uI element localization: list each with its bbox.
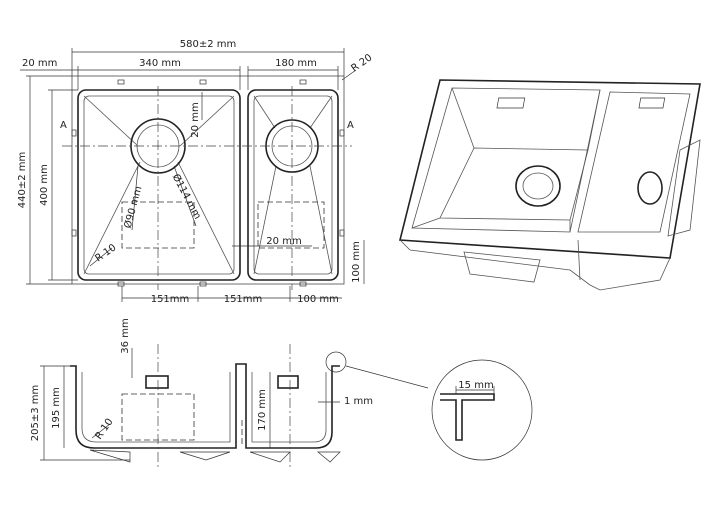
top-offset-label: 36 mm [120, 318, 131, 353]
section-right-overflow [277, 375, 299, 389]
section-mark-left: A [60, 120, 67, 131]
bottom-dim-1-label: 151mm [151, 294, 190, 305]
divider-gap-label: 20 mm [266, 236, 301, 247]
detail-circle [431, 359, 533, 461]
outer-frame [71, 75, 345, 285]
section-left-overflow [145, 375, 169, 389]
left-bowl-width-label: 340 mm [139, 58, 181, 69]
bowl-height-label: 400 mm [39, 164, 50, 206]
rim-thickness-label: 1 mm [344, 396, 373, 407]
top-view: 580±2 mm 340 mm 180 mm 20 mm R 20 440±2 … [17, 39, 374, 305]
iso-left-bowl [411, 87, 601, 233]
total-height-label: 205±3 mm [30, 385, 41, 442]
right-depth-label: 170 mm [257, 389, 268, 431]
left-depth-label: 195 mm [51, 387, 62, 429]
isometric-view [398, 79, 701, 291]
drain-offset-label: 20 mm [190, 102, 201, 137]
section-mark-right: A [347, 120, 354, 131]
detail-marker-circle [325, 351, 347, 373]
left-bowl-inner [83, 95, 235, 275]
iso-left-drain [515, 165, 561, 207]
right-bowl-outline [247, 89, 339, 281]
bottom-dim-2-label: 151mm [224, 294, 263, 305]
iso-right-bowl [577, 91, 691, 233]
left-bowl-outline [77, 89, 241, 281]
overall-height-label: 440±2 mm [17, 152, 28, 209]
bottom-margin-label: 100 mm [351, 241, 362, 283]
detail-leader-line [345, 365, 429, 389]
section-outline [70, 363, 340, 449]
right-bowl-width-label: 180 mm [275, 58, 317, 69]
section-view: 36 mm 205±3 mm 195 mm 170 mm R 10 1 mm [30, 318, 429, 470]
detail-flange-profile [440, 393, 495, 441]
inner-radius-label: R 10 [93, 242, 118, 264]
iso-right-drain [637, 171, 663, 205]
detail-view: 15 mm [431, 359, 533, 461]
edge-offset-label: 20 mm [22, 58, 57, 69]
overall-width-label: 580±2 mm [180, 39, 237, 50]
bottom-dim-3-label: 100 mm [297, 294, 339, 305]
flange-width-label: 15 mm [458, 380, 493, 391]
outer-radius-label: R 20 [349, 52, 374, 74]
right-bowl-inner [253, 95, 333, 275]
section-radius-label: R 10 [93, 417, 115, 442]
